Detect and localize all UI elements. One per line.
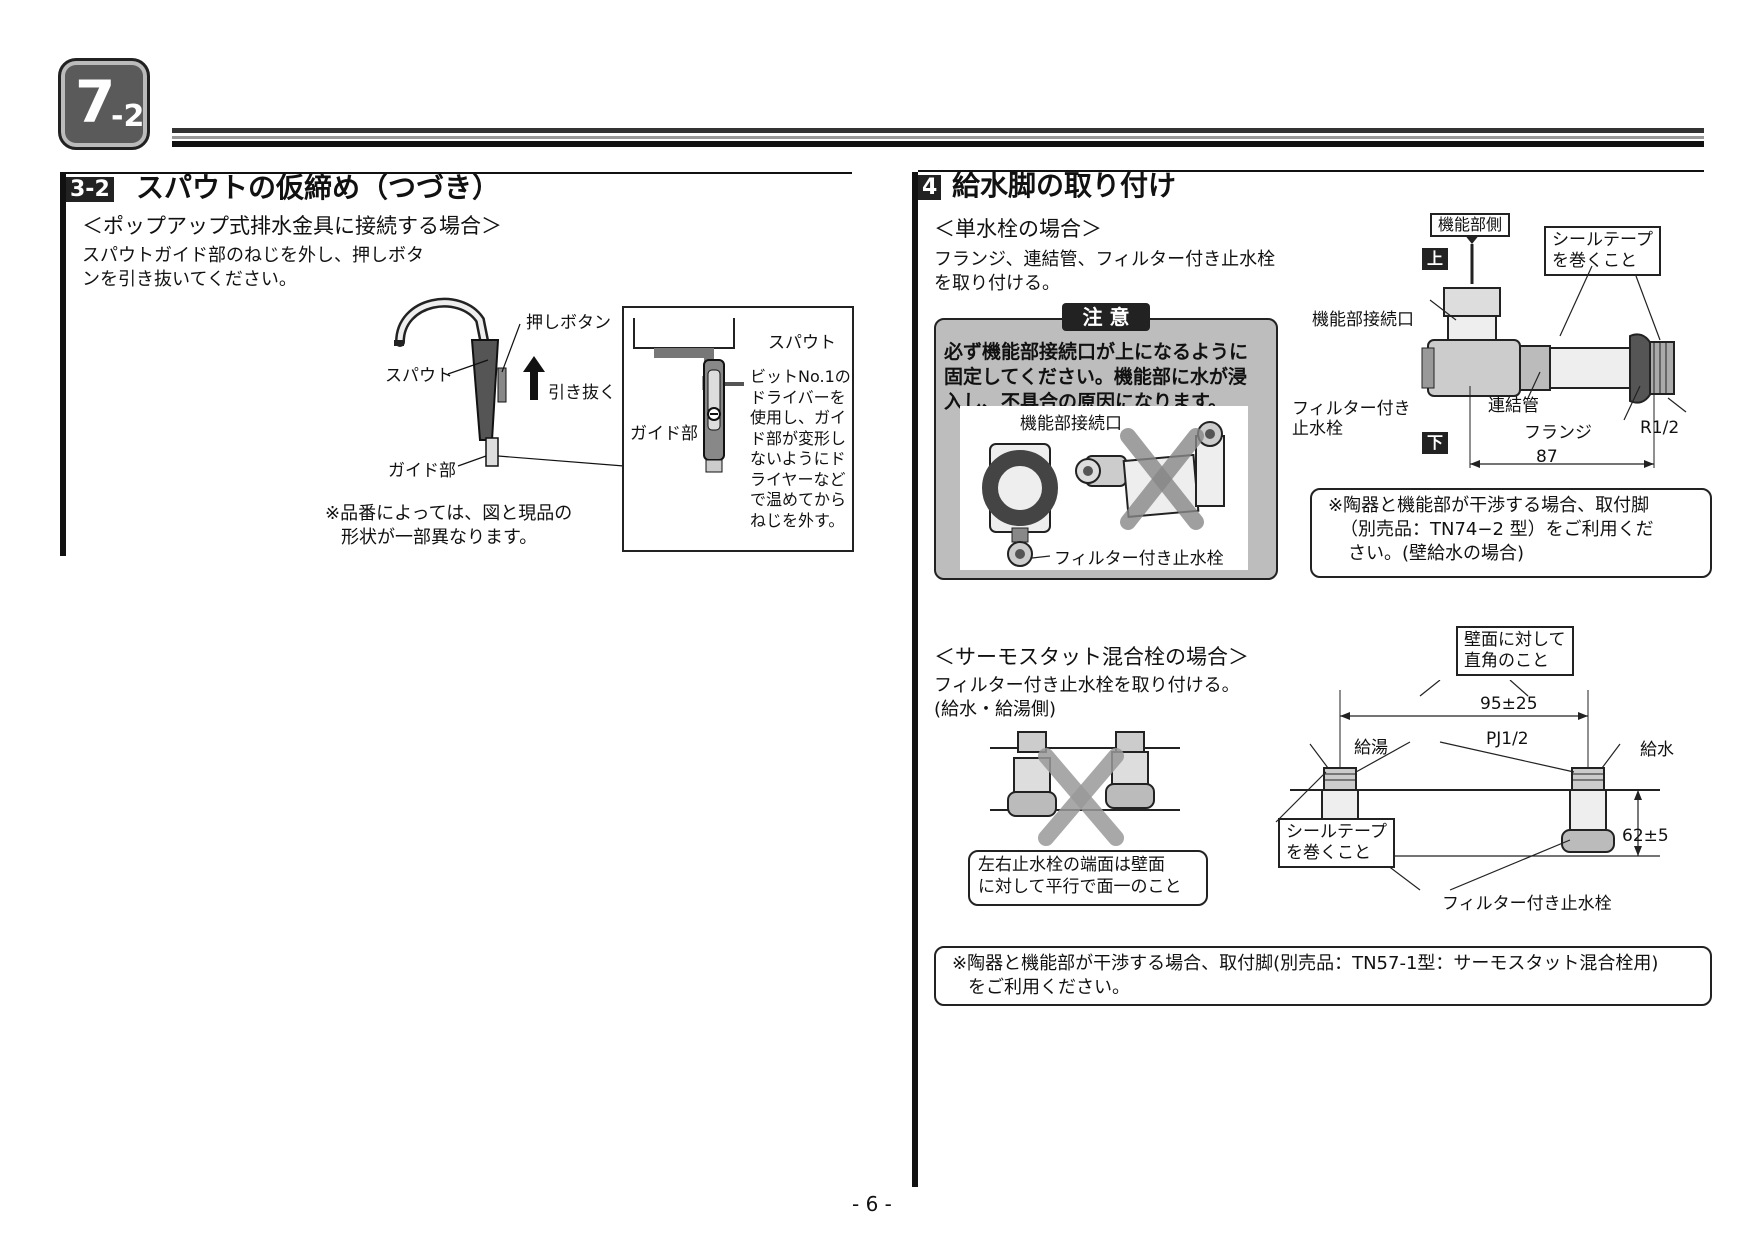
chapter-subnumber: -2 bbox=[111, 99, 145, 134]
caution-title: 注 意 bbox=[1062, 303, 1150, 331]
hot-water-label: 給湯 bbox=[1354, 738, 1388, 758]
single-faucet-diagram bbox=[1421, 236, 1687, 468]
right-section-heading: 4 bbox=[918, 174, 942, 202]
left-instruction: スパウトガイド部のねじを外し、押しボタ ンを引き抜いてください。 bbox=[82, 244, 424, 292]
thermo-valve-label: フィルター付き止水栓 bbox=[1442, 894, 1612, 914]
instruction-line: スパウトガイド部のねじを外し、押しボタ bbox=[82, 245, 424, 266]
left-subtitle: ＜ポップアップ式排水金具に接続する場合＞ bbox=[82, 214, 502, 238]
single-note-box: ※陶器と機能部が干渉する場合、取付脚 （別売品：TN74−2 型）をご利用くだ … bbox=[1310, 488, 1712, 578]
note-line: ねじを外す。 bbox=[750, 510, 845, 530]
note-line: 壁面に対して bbox=[1464, 630, 1566, 650]
note-line: ※陶器と機能部が干渉する場合、取付脚 bbox=[1328, 495, 1650, 516]
note-line: ※品番によっては、図と現品の bbox=[325, 503, 573, 524]
note-line: ドライバーを bbox=[750, 387, 846, 407]
left-column-rule bbox=[60, 172, 66, 556]
note-line: を巻くこと bbox=[1552, 251, 1637, 271]
note-line: ライヤーなど bbox=[750, 469, 846, 489]
single-subtitle: ＜単水栓の場合＞ bbox=[934, 217, 1102, 241]
instruction-line: を取り付ける。 bbox=[934, 273, 1060, 294]
guide-detail-label: ガイド部 bbox=[630, 424, 698, 444]
caution-text: 必ず機能部接続口が上になるように 固定してください。機能部に水が浸 入し、不具合… bbox=[944, 340, 1248, 415]
perpendicular-note: 壁面に対して 直角のこと bbox=[1456, 626, 1574, 676]
dimension-height: 62±5 bbox=[1622, 826, 1669, 846]
right-section-rule bbox=[918, 170, 1704, 172]
single-instruction: フランジ、連結管、フィルター付き止水栓 を取り付ける。 bbox=[934, 248, 1275, 296]
caution-line: 固定してください。機能部に水が浸 bbox=[944, 366, 1247, 388]
function-side-label: 機能部側 bbox=[1430, 213, 1511, 237]
chapter-badge: 7 -2 bbox=[58, 58, 150, 150]
note-line: に対して平行で面一のこと bbox=[978, 877, 1182, 897]
right-column-rule bbox=[912, 172, 918, 1187]
driver-note: ビットNo.1の ドライバーを 使用し、ガイ ド部が変形し ないようにド ライヤ… bbox=[750, 367, 851, 531]
up-label: 上 bbox=[1422, 248, 1449, 270]
instruction-line: ンを引き抜いてください。 bbox=[82, 269, 297, 290]
left-section-heading: 3-2 bbox=[66, 176, 114, 204]
guide-label: ガイド部 bbox=[388, 461, 456, 481]
wrong-note-box: 左右止水栓の端面は壁面 に対して平行で面一のこと bbox=[968, 850, 1208, 906]
note-line: をご利用ください。 bbox=[968, 977, 1130, 998]
note-line: シールテープ bbox=[1286, 822, 1387, 842]
left-section-title: スパウトの仮締め（つづき） bbox=[136, 171, 501, 204]
note-line: を巻くこと bbox=[1286, 843, 1371, 863]
chapter-number: 7 bbox=[75, 68, 116, 136]
note-line: シールテープ bbox=[1552, 230, 1653, 250]
left-note: ※品番によっては、図と現品の 形状が一部異なります。 bbox=[325, 502, 572, 550]
note-line: ※陶器と機能部が干渉する場合、取付脚(別売品：TN57-1型：サーモスタット混合… bbox=[952, 953, 1659, 974]
guide-part-closeup bbox=[703, 359, 725, 473]
note-line: で温めてから bbox=[750, 490, 847, 509]
dimension-width: 95±25 bbox=[1480, 694, 1538, 714]
port-label: 機能部接続口 bbox=[1312, 310, 1414, 330]
note-line: 直角のこと bbox=[1464, 651, 1549, 671]
flange-label: フランジ bbox=[1524, 423, 1592, 443]
section-number: 4 bbox=[918, 175, 942, 200]
valve-label: フィルター付き 止水栓 bbox=[1292, 399, 1411, 439]
note-line: （別売品：TN74−2 型）をご利用くだ bbox=[1340, 519, 1654, 540]
note-line: ビットNo.1の bbox=[750, 367, 851, 386]
push-button-label: 押しボタン bbox=[526, 313, 611, 333]
note-line: ド部が変形し bbox=[750, 428, 847, 448]
faucet-illustration bbox=[394, 297, 625, 467]
label-line: 止水栓 bbox=[1292, 419, 1343, 439]
thermo-thread-label: PJ1/2 bbox=[1486, 729, 1529, 749]
thermo-instruction: フィルター付き止水栓を取り付ける。 (給水・給湯側) bbox=[934, 674, 1240, 722]
thread-label: R1/2 bbox=[1640, 418, 1680, 438]
spout-label: スパウト bbox=[385, 366, 453, 386]
instruction-line: フィルター付き止水栓を取り付ける。 bbox=[934, 675, 1240, 696]
caution-line: 必ず機能部接続口が上になるように bbox=[944, 341, 1249, 363]
header-rule bbox=[172, 128, 1704, 147]
right-section-title: 給水脚の取り付け bbox=[952, 169, 1177, 202]
note-line: さい。(壁給水の場合) bbox=[1348, 543, 1525, 564]
thermo-note-box: ※陶器と機能部が干渉する場合、取付脚(別売品：TN57-1型：サーモスタット混合… bbox=[934, 946, 1712, 1006]
caution-illustration bbox=[982, 421, 1225, 567]
note-line: ないようにド bbox=[750, 449, 846, 468]
thermo-wrong-diagram bbox=[990, 731, 1180, 846]
thermo-subtitle: ＜サーモスタット混合栓の場合＞ bbox=[934, 645, 1249, 669]
section-number: 3-2 bbox=[66, 177, 114, 202]
caution-port-label: 機能部接続口 bbox=[1020, 414, 1122, 434]
cold-water-label: 給水 bbox=[1640, 740, 1674, 760]
label-line: フィルター付き bbox=[1292, 399, 1411, 419]
note-line: 左右止水栓の端面は壁面 bbox=[978, 855, 1165, 875]
caution-valve-label: フィルター付き止水栓 bbox=[1054, 549, 1224, 569]
instruction-line: (給水・給湯側) bbox=[934, 699, 1057, 720]
seal-tape-note: シールテープ を巻くこと bbox=[1544, 226, 1661, 276]
pull-out-label: 引き抜く bbox=[548, 383, 616, 403]
down-label: 下 bbox=[1422, 432, 1449, 454]
thermo-seal-tape-note: シールテープ を巻くこと bbox=[1278, 818, 1395, 868]
dimension-87: 87 bbox=[1536, 447, 1558, 467]
page-number: - 6 - bbox=[852, 1192, 892, 1216]
note-line: 形状が一部異なります。 bbox=[341, 527, 538, 548]
pipe-label: 連結管 bbox=[1488, 396, 1539, 416]
note-line: 使用し、ガイ bbox=[750, 408, 847, 427]
spout-detail-label: スパウト bbox=[768, 333, 836, 353]
left-section-rule bbox=[66, 172, 852, 174]
instruction-line: フランジ、連結管、フィルター付き止水栓 bbox=[934, 249, 1276, 270]
